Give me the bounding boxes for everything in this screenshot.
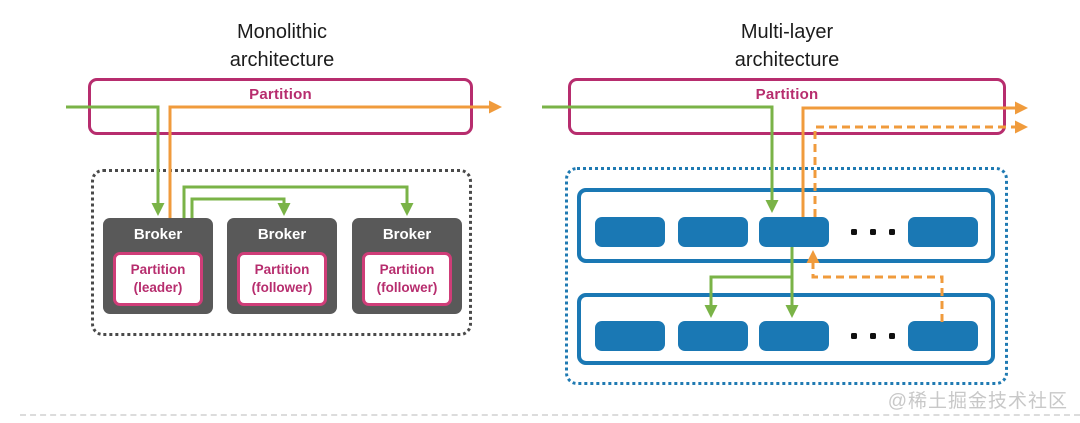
monolithic-title: Monolithic architecture (157, 18, 407, 74)
ellipsis-dot (851, 229, 857, 235)
watermark: @稀土掘金技术社区 (887, 391, 1068, 412)
partition-follower-2-line1: Partition (379, 261, 435, 277)
multilayer-title-line1: Multi-layer (740, 21, 834, 43)
ellipsis (851, 333, 895, 339)
ellipsis-dot (889, 229, 895, 235)
ellipsis (851, 229, 895, 235)
monolithic-partition-label: Partition (249, 86, 312, 103)
partition-leader: Partition (leader) (113, 252, 203, 306)
layer-segment (678, 217, 748, 247)
monolithic-partition-box: Partition (88, 78, 473, 135)
layer-segment (908, 321, 978, 351)
bottom-layer (577, 293, 995, 365)
partition-leader-line2: (leader) (133, 280, 183, 295)
layer-segment (678, 321, 748, 351)
bottom-dashed-separator (20, 414, 1080, 416)
broker-leader: Broker Partition (leader) (103, 218, 213, 314)
broker-follower-1: Broker Partition (follower) (227, 218, 337, 314)
multilayer-partition-box: Partition (568, 78, 1006, 135)
partition-follower-2-line2: (follower) (376, 280, 438, 295)
partition-leader-line1: Partition (130, 261, 186, 277)
layer-segment (908, 217, 978, 247)
ellipsis-dot (870, 333, 876, 339)
layer-segment (759, 321, 829, 351)
top-layer (577, 188, 995, 263)
partition-follower-1-line1: Partition (254, 261, 310, 277)
ellipsis-dot (870, 229, 876, 235)
layer-segment (759, 217, 829, 247)
multilayer-title: Multi-layer architecture (662, 18, 912, 74)
broker-label: Broker (257, 226, 307, 243)
partition-follower-1-line2: (follower) (251, 280, 313, 295)
partition-follower-2: Partition (follower) (362, 252, 452, 306)
partition-follower-1: Partition (follower) (237, 252, 327, 306)
layer-segment (595, 321, 665, 351)
multilayer-cluster (565, 167, 1008, 385)
broker-follower-2: Broker Partition (follower) (352, 218, 462, 314)
monolithic-title-line2: architecture (229, 49, 335, 71)
ellipsis-dot (851, 333, 857, 339)
broker-label: Broker (382, 226, 432, 243)
multilayer-title-line2: architecture (734, 49, 840, 71)
broker-label: Broker (133, 226, 183, 243)
ellipsis-dot (889, 333, 895, 339)
multilayer-partition-label: Partition (755, 86, 819, 103)
layer-segment (595, 217, 665, 247)
monolithic-title-line1: Monolithic (236, 21, 328, 43)
